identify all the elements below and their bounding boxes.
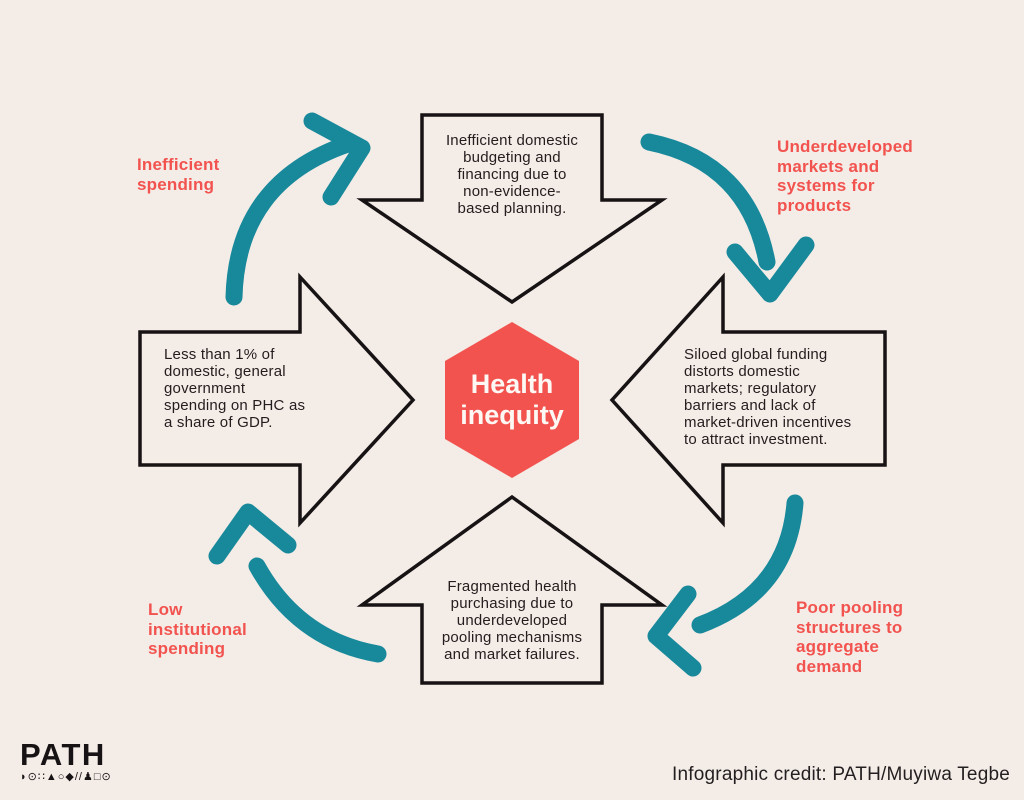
center-hexagon <box>445 322 579 478</box>
flow-arrow-bottom-left <box>208 503 387 663</box>
label-poor-pooling: Poor pooling structures to aggregate dem… <box>796 598 904 676</box>
right-block-arrow-shape <box>609 272 887 528</box>
path-logo-glyphs: ◗⊙∷▲○◆//♟□⊙ <box>20 771 112 783</box>
left-arrow-text: Less than 1% of domestic, general govern… <box>164 346 306 431</box>
path-logo-wordmark: PATH <box>20 737 106 772</box>
bottom-block-arrow-shape <box>356 494 668 685</box>
label-low-institutional-spending: Low institutional spending <box>148 600 247 658</box>
infographic-credit: Infographic credit: PATH/Muyiwa Tegbe <box>672 764 1010 785</box>
label-inefficient-spending: Inefficient spending <box>137 155 220 194</box>
flow-arrow-top-left <box>225 112 371 306</box>
flow-arrow-top-right <box>640 133 815 303</box>
left-block-arrow-shape <box>138 272 416 528</box>
path-logo: PATH ◗⊙∷▲○◆//♟□⊙ <box>20 737 112 783</box>
top-block-arrow-shape <box>356 113 668 305</box>
right-arrow-text: Siloed global funding distorts domestic … <box>684 346 852 448</box>
top-arrow-text: Inefficient domestic budgeting and finan… <box>445 132 579 217</box>
bottom-arrow-text: Fragmented health purchasing due to unde… <box>441 578 583 663</box>
label-underdeveloped-markets: Underdeveloped markets and systems for p… <box>777 137 913 215</box>
flow-arrow-bottom-right <box>647 494 804 677</box>
center-title: Health inequity <box>460 369 564 430</box>
